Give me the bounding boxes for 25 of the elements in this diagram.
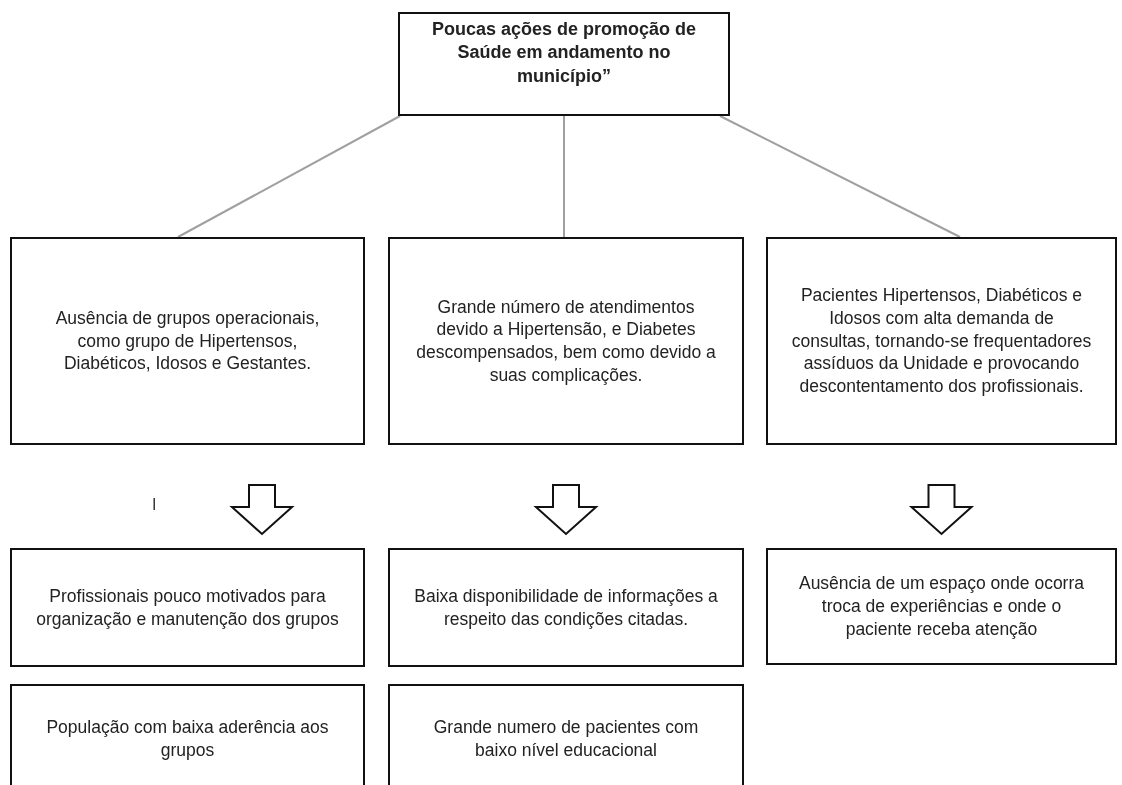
box-text: Ausência de grupos operacionais, como grupo de Hipertensos, Diabéticos, Idosos e Gestantes. <box>54 306 321 376</box>
text-box <box>10 684 365 785</box>
text-box <box>388 548 744 667</box>
box-text: Baixa disponibilidade de informações a respeito das condições citadas. <box>413 584 719 631</box>
text-box <box>10 548 365 667</box>
connector-line <box>177 115 401 238</box>
box-text: Grande numero de pacientes com baixo nível educacional <box>432 716 700 762</box>
connector-line <box>563 115 565 238</box>
text-box <box>10 237 365 445</box>
block-arrow <box>908 484 975 536</box>
text-box <box>388 237 744 445</box>
text-box <box>766 237 1117 445</box>
box-text: Pacientes Hipertensos, Diabéticos e Idosos com alta demanda de consultas, tornando-se frequentadores assíduos da Unidade e provocando descontentamento dos profissionais. <box>790 284 1093 398</box>
box-text: População com baixa aderência aos grupos <box>45 716 330 762</box>
connector-line <box>719 115 961 238</box>
box-text: Ausência de um espaço onde ocorra troca de experiências e onde o paciente receba atenção <box>797 572 1085 641</box>
text-box <box>766 548 1117 665</box>
box-text: Poucas ações de promoção de Saúde em andamento no município” <box>430 18 698 88</box>
block-arrow <box>533 484 599 536</box>
box-text: Profissionais pouco motivados para organização e manutenção dos grupos <box>35 584 340 631</box>
text-box <box>388 684 744 785</box>
text-box <box>398 12 730 116</box>
stray-mark-text: I <box>152 496 157 514</box>
block-arrow <box>229 484 295 536</box>
box-text: Grande número de atendimentos devido a Hipertensão, e Diabetes descompensados, bem como devido a suas complicações. <box>415 295 717 387</box>
